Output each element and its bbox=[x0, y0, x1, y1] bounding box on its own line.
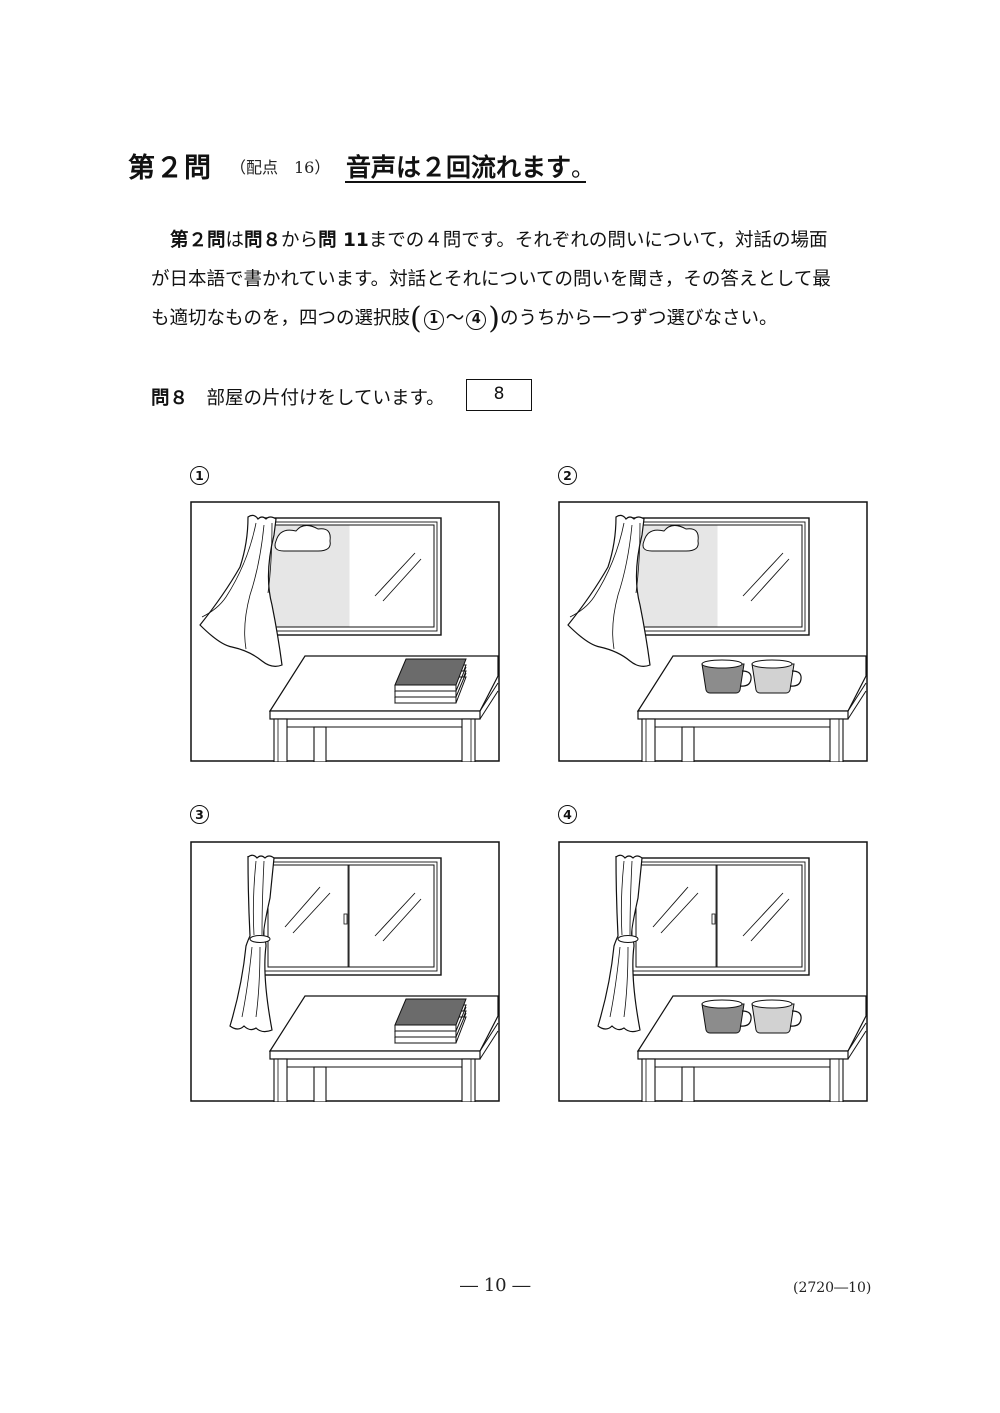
book-stack bbox=[394, 658, 467, 704]
audio-note-text: 音声は２回流れます bbox=[346, 153, 572, 182]
room-scene bbox=[190, 841, 500, 1102]
book-stack bbox=[394, 998, 467, 1044]
option-3-marker[interactable]: 3 bbox=[190, 805, 209, 824]
room-scene bbox=[558, 841, 868, 1102]
page-code: (2720―10) bbox=[793, 1280, 872, 1296]
score-label: （配点 16） bbox=[230, 158, 331, 177]
instr-text: のうちから一つずつ選びなさい。 bbox=[499, 308, 778, 329]
option-2-marker[interactable]: 2 bbox=[558, 466, 577, 485]
instruction-line-2: が日本語で書かれています。対話とそれについての問いを聞き，その答えとして最 bbox=[151, 269, 831, 290]
paren-open: ( bbox=[410, 301, 422, 336]
option-1-marker[interactable]: 1 bbox=[190, 466, 209, 485]
instr-bold-section: 第２問 bbox=[170, 230, 226, 251]
option-1-illustration[interactable] bbox=[190, 501, 500, 762]
section-title: 第２問 bbox=[128, 153, 212, 184]
answer-box[interactable]: 8 bbox=[466, 379, 532, 411]
instr-text: は bbox=[225, 230, 245, 251]
audio-note-underline bbox=[345, 181, 586, 183]
question-text: 部屋の片付けをしています。 bbox=[206, 388, 445, 409]
paren-close: ) bbox=[488, 301, 500, 336]
instr-bold-q8: 問８ bbox=[244, 230, 282, 251]
question-line: 問８ 部屋の片付けをしています。 bbox=[151, 384, 445, 410]
question-number: 問８ bbox=[151, 388, 189, 409]
option-4-marker[interactable]: 4 bbox=[558, 805, 577, 824]
page-number: ― 10 ― bbox=[460, 1275, 531, 1296]
instr-text: から bbox=[281, 230, 319, 251]
choice-circle-1: 1 bbox=[423, 310, 444, 330]
option-3-illustration[interactable] bbox=[190, 841, 500, 1102]
tilde: ～ bbox=[445, 308, 465, 329]
instr-text: までの４問です。それぞれの問いについて，対話の場面 bbox=[368, 230, 828, 251]
instruction-line-3: も適切なものを，四つの選択肢(1～4)のうちから一つずつ選びなさい。 bbox=[151, 300, 777, 338]
choice-circle-4: 4 bbox=[466, 310, 487, 330]
audio-note: 音声は２回流れます。 bbox=[346, 148, 595, 184]
instr-text: も適切なものを，四つの選択肢 bbox=[151, 308, 411, 329]
audio-note-period: 。 bbox=[571, 154, 596, 182]
option-2-illustration[interactable] bbox=[558, 501, 868, 762]
instruction-line-1: 第２問は問８から問 11までの４問です。それぞれの問いについて，対話の場面 bbox=[170, 222, 828, 260]
option-4-illustration[interactable] bbox=[558, 841, 868, 1102]
instr-bold-q11: 問 11 bbox=[318, 230, 369, 251]
